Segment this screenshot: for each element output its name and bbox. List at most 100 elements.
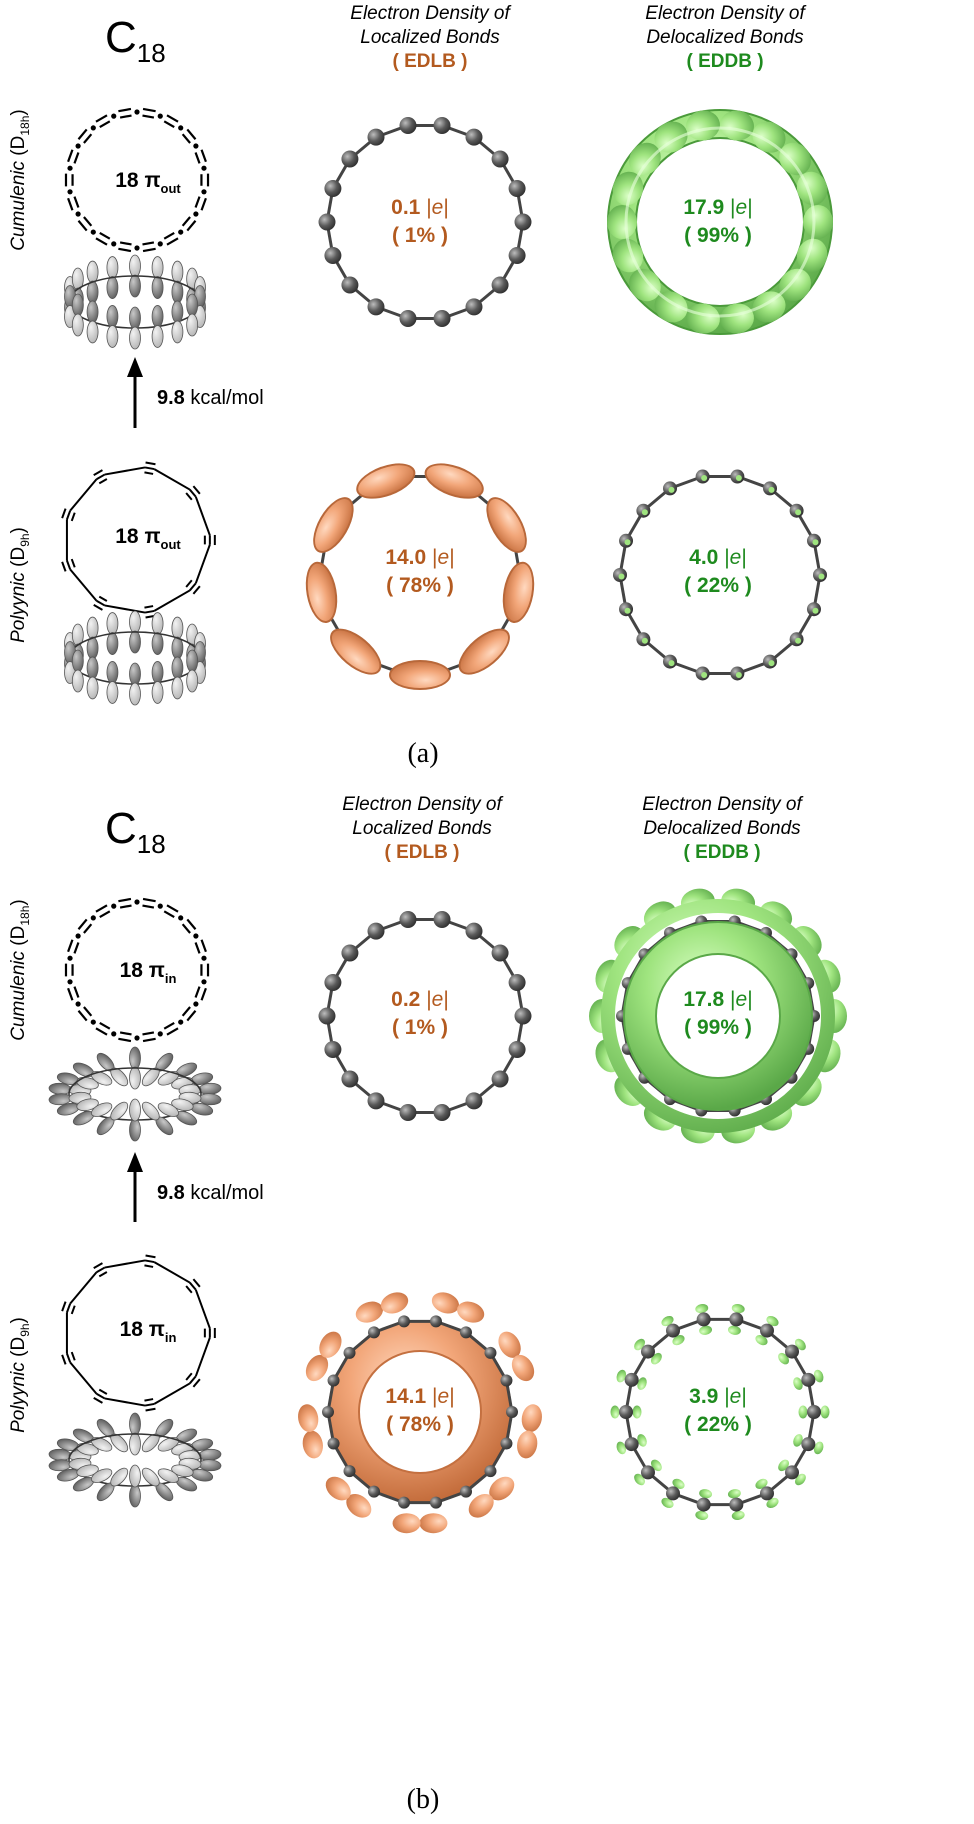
bond-line <box>163 910 175 919</box>
carbon-atom <box>367 1092 385 1110</box>
carbon-atom <box>508 1041 526 1059</box>
cumulenic-eddb-ring <box>589 888 847 1144</box>
p-orbital-lobe <box>151 276 164 299</box>
bond-line <box>185 1372 193 1381</box>
p-orbital-lobe <box>129 1484 141 1508</box>
carbon-dot <box>111 1031 117 1037</box>
carbon-atom <box>324 247 342 265</box>
bond-line <box>98 1271 108 1278</box>
energy-arrow <box>127 357 143 428</box>
p-orbital-lobe <box>171 656 184 680</box>
eddb-density-lobe <box>672 1335 685 1346</box>
p-orbital-lobe <box>129 274 141 298</box>
bond-line <box>144 1402 155 1407</box>
orbital-ring-diagram <box>48 1412 222 1508</box>
bond-line <box>83 216 93 227</box>
bond-line <box>166 237 179 246</box>
carbon-dot <box>90 125 96 131</box>
polyynic-structure <box>61 461 216 619</box>
bond-line <box>95 237 108 246</box>
eddb-density-lobe <box>672 1478 685 1489</box>
carbon-atom <box>696 1497 711 1512</box>
eddb-surface-bulge <box>629 268 661 302</box>
p-orbital-lobe <box>151 325 164 348</box>
carbon-atom <box>327 1374 340 1387</box>
edlb-lobe <box>355 1301 383 1323</box>
carbon-atom <box>341 944 359 962</box>
edlb-value: 14.1 |e| <box>385 1385 454 1408</box>
polyynic-row-label: Polyynic (D9h) <box>8 1317 32 1433</box>
edlb-lobe <box>302 1430 323 1459</box>
bond-line <box>166 1027 179 1036</box>
carbon-dot <box>75 143 81 149</box>
panel-a: C18 Electron Density of Localized Bonds … <box>8 3 833 769</box>
eddb-density-dot <box>618 573 625 580</box>
carbon-dot <box>134 245 140 251</box>
eddb-surface-bulge <box>779 268 811 302</box>
bond-line <box>142 241 155 246</box>
bond-line <box>181 923 191 934</box>
carbon-atom <box>399 1104 417 1122</box>
bond-line <box>73 942 80 954</box>
bond-line <box>65 1303 72 1313</box>
bond-line <box>144 609 155 614</box>
carbon-atom <box>318 1007 336 1025</box>
carbon-dot <box>178 1019 184 1025</box>
p-orbital-lobe <box>129 1464 141 1488</box>
p-orbital-lobe <box>91 1468 113 1483</box>
p-orbital-lobe <box>129 630 141 654</box>
bond-line <box>142 107 156 113</box>
eddb-percent: ( 99% ) <box>684 1016 752 1039</box>
eddb-density-dot <box>795 509 802 516</box>
bond-line <box>61 508 67 519</box>
bond-line <box>119 1031 132 1036</box>
p-orbital-lobe <box>186 669 199 693</box>
p-orbital-lobe <box>129 662 141 686</box>
p-orbital-lobe <box>86 320 99 344</box>
eddb-density-dot <box>641 637 648 644</box>
bond-line <box>200 149 207 163</box>
carbon-dot <box>111 113 117 119</box>
edlb-lobe <box>457 1301 485 1323</box>
edlb-lobe <box>468 1493 494 1518</box>
carbon-dot <box>178 229 184 235</box>
eddb-surface-bulge <box>779 142 811 176</box>
carbon-atom <box>760 1323 774 1338</box>
eddb-density-lobe <box>766 1497 779 1509</box>
single-bond <box>194 496 211 536</box>
carbon-atom <box>465 1092 483 1110</box>
eddb-density-dot <box>624 607 631 614</box>
carbon-dot <box>193 143 199 149</box>
bond-line <box>95 904 108 913</box>
carbon-atom <box>666 1323 680 1338</box>
p-orbital-lobe <box>76 1464 99 1478</box>
bond-line <box>186 128 197 140</box>
carbon-dot <box>201 189 207 195</box>
edlb-lobe <box>498 1331 521 1358</box>
bond-line <box>145 1254 156 1259</box>
edlb-percent: ( 78% ) <box>386 1413 454 1436</box>
eddb-surface-bulge <box>803 205 833 239</box>
p-orbital-lobe <box>186 293 199 317</box>
edlb-header-tag: ( EDLB ) <box>385 842 460 863</box>
carbon-atom <box>341 1070 359 1088</box>
carbon-atom <box>696 1312 711 1327</box>
carbon-atom <box>807 1405 821 1419</box>
edlb-bond-blob <box>426 465 482 497</box>
carbon-dot <box>75 1001 81 1007</box>
bond-line <box>194 152 201 164</box>
p-orbital-lobe <box>151 661 164 684</box>
edlb-header-line2: Localized Bonds <box>360 27 500 48</box>
edlb-lobe <box>431 1292 460 1314</box>
bond-line <box>192 485 201 495</box>
carbon-atom <box>324 973 342 991</box>
eddb-density-dot <box>818 573 825 580</box>
p-orbital-lobe <box>171 616 184 640</box>
bond-line <box>185 1285 193 1294</box>
bond-line <box>99 910 111 919</box>
edlb-lobe <box>511 1354 535 1382</box>
p-orbital-lobe <box>129 682 141 706</box>
single-bond <box>104 1397 146 1407</box>
carbon-atom <box>640 1344 655 1359</box>
single-bond <box>194 1337 211 1377</box>
